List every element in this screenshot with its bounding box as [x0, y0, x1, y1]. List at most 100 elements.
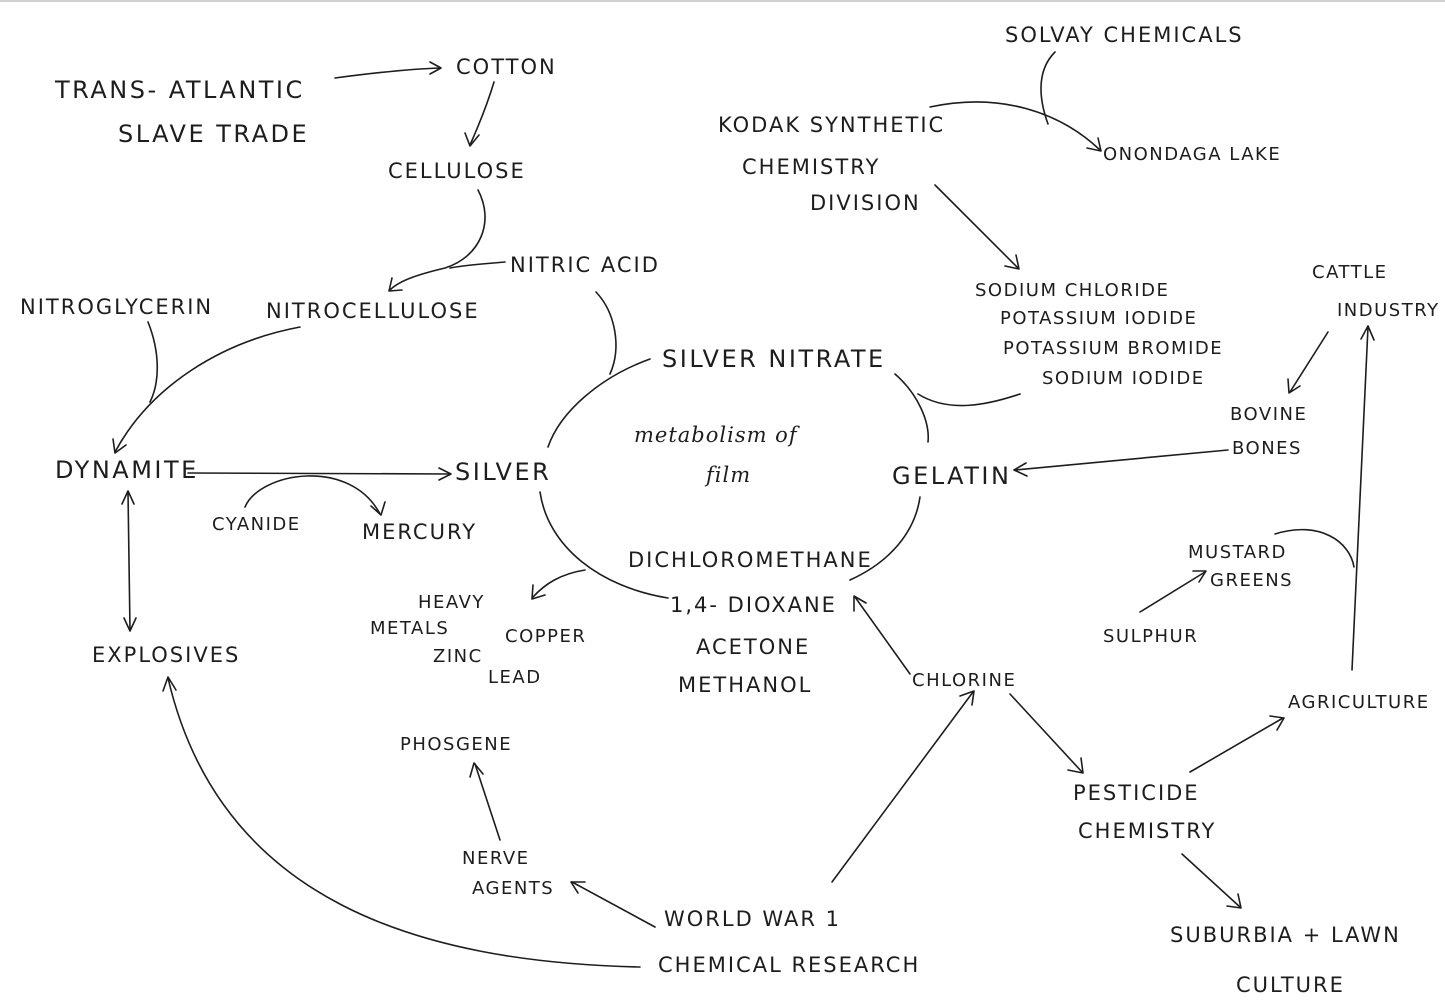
node-ww1-line2: CHEMICAL RESEARCH — [658, 953, 920, 977]
node-salt-potassium-bromide: POTASSIUM BROMIDE — [1003, 338, 1223, 359]
arrowhead — [123, 617, 137, 632]
node-ww1-line1: WORLD WAR 1 — [664, 907, 841, 931]
edge-dynamite-silver — [187, 472, 451, 475]
film-cycle-loop — [894, 373, 929, 443]
edge-chlorine-solvents — [854, 596, 911, 675]
node-sulphur: SULPHUR — [1103, 626, 1198, 647]
edge-kodak-onondaga — [929, 101, 1101, 151]
node-lead: LEAD — [488, 667, 542, 688]
arrowhead — [1013, 462, 1028, 477]
arrowhead — [570, 881, 586, 894]
edge-slavetrade-cotton — [334, 67, 441, 79]
node-pesticide-line1: PESTICIDE — [1073, 781, 1200, 805]
arrowhead — [121, 490, 135, 505]
arrowhead — [1004, 254, 1020, 270]
node-phosgene: PHOSGENE — [400, 734, 512, 755]
arrowhead — [1067, 757, 1084, 774]
node-onondaga: ONONDAGA LAKE — [1103, 144, 1281, 165]
node-mustard-line2: GREENS — [1210, 570, 1293, 591]
node-nerve-agents-line1: NERVE — [462, 848, 530, 869]
edge-nitricacid-silvernitrate — [595, 291, 617, 375]
node-suburbia-line2: CULTURE — [1236, 973, 1345, 997]
edge-bovine-gelatin — [1014, 449, 1229, 471]
node-salt-sodium-chloride: SODIUM CHLORIDE — [975, 280, 1169, 301]
node-silver: SILVER — [455, 458, 551, 486]
edge-solvay-onondaga — [1040, 51, 1056, 125]
edge-nitroglycerin-dynamite — [147, 321, 159, 403]
center-title-line2: film — [704, 463, 751, 487]
node-suburbia-line1: SUBURBIA + LAWN — [1170, 923, 1401, 947]
node-cattle-line2: INDUSTRY — [1337, 300, 1440, 321]
node-nitroglycerin: NITROGLYCERIN — [20, 295, 213, 319]
arrowhead — [469, 762, 484, 778]
edge-explosives-dynamite — [127, 491, 131, 631]
film-cycle-loop — [849, 496, 921, 581]
center-title-line1: metabolism of — [634, 423, 800, 447]
node-kodak-line1: KODAK SYNTHETIC — [718, 113, 945, 137]
arrowhead — [429, 61, 442, 75]
arrowhead — [162, 676, 177, 692]
node-nitrocellulose: NITROCELLULOSE — [266, 299, 480, 323]
node-cotton: COTTON — [456, 55, 557, 79]
edge-cellulose-nitrocellulose — [389, 189, 486, 291]
node-agriculture: AGRICULTURE — [1288, 692, 1430, 713]
node-nitric-acid: NITRIC ACID — [510, 253, 660, 277]
node-kodak-line3: DIVISION — [810, 191, 921, 215]
node-explosives: EXPLOSIVES — [92, 643, 240, 667]
arrowhead — [464, 132, 480, 147]
labels: TRANS- ATLANTIC SLAVE TRADE COTTON CELLU… — [20, 23, 1440, 997]
node-solvent-dioxane: 1,4- DIOXANE — [670, 593, 837, 617]
edge-nitrocellulose-dynamite — [114, 326, 301, 453]
edge-nitricacid-join — [449, 261, 506, 269]
node-dynamite: DYNAMITE — [55, 456, 199, 484]
edge-agriculture-cattle — [1351, 326, 1369, 671]
node-solvay: SOLVAY CHEMICALS — [1005, 23, 1244, 47]
edge-chlorine-pesticide — [1009, 693, 1083, 773]
node-salt-potassium-iodide: POTASSIUM IODIDE — [1000, 308, 1197, 329]
node-cattle-line1: CATTLE — [1312, 262, 1388, 283]
node-mustard-line1: MUSTARD — [1188, 542, 1287, 563]
node-salt-sodium-iodide: SODIUM IODIDE — [1042, 368, 1205, 389]
edge-sulphur-mustard — [1139, 571, 1206, 613]
arrowhead — [1360, 325, 1375, 341]
node-solvent-methanol: METHANOL — [678, 673, 812, 697]
node-solvent-acetone: ACETONE — [696, 635, 810, 659]
arrowhead — [1269, 715, 1285, 731]
arrowhead — [388, 277, 403, 292]
edge-ww1-chlorine — [831, 691, 974, 883]
edge-solvents-heavymetals — [532, 569, 586, 598]
edge-kodak-salts — [934, 184, 1019, 269]
film-cycle-loop — [539, 491, 669, 599]
edge-mustard-agriculture — [1274, 528, 1355, 568]
node-heavy-metals-line2: METALS — [370, 618, 449, 639]
edge-salts-gelatin — [917, 393, 1021, 407]
arrowhead — [853, 595, 867, 612]
arrowhead — [370, 501, 386, 516]
arrowhead — [1287, 378, 1301, 394]
node-slave-trade-line2: SLAVE TRADE — [118, 120, 309, 148]
edge-cattle-bovine — [1289, 331, 1329, 393]
node-heavy-metals-line1: HEAVY — [418, 592, 485, 613]
node-cellulose: CELLULOSE — [388, 159, 526, 183]
node-solvent-dichloromethane: DICHLOROMETHANE — [628, 548, 873, 572]
arrowhead — [112, 438, 127, 454]
node-nerve-agents-line2: AGENTS — [472, 878, 554, 899]
node-chlorine: CHLORINE — [912, 670, 1016, 691]
node-bovine-line1: BOVINE — [1230, 404, 1307, 425]
edge-ww1-explosives — [167, 677, 641, 968]
edge-pesticide-suburbia — [1181, 853, 1241, 908]
arrowhead — [1226, 893, 1242, 909]
node-slave-trade-line1: TRANS- ATLANTIC — [54, 76, 305, 104]
node-zinc: ZINC — [433, 646, 483, 667]
connectors — [112, 51, 1375, 968]
node-pesticide-line2: CHEMISTRY — [1078, 819, 1216, 843]
node-cyanide: CYANIDE — [212, 514, 301, 535]
edge-nerveagents-phosgene — [474, 763, 501, 841]
node-copper: COPPER — [505, 626, 586, 647]
arrowhead — [531, 584, 546, 600]
edge-cotton-cellulose — [469, 81, 495, 146]
edge-pesticide-agriculture — [1189, 717, 1284, 773]
arrowhead — [438, 467, 452, 481]
